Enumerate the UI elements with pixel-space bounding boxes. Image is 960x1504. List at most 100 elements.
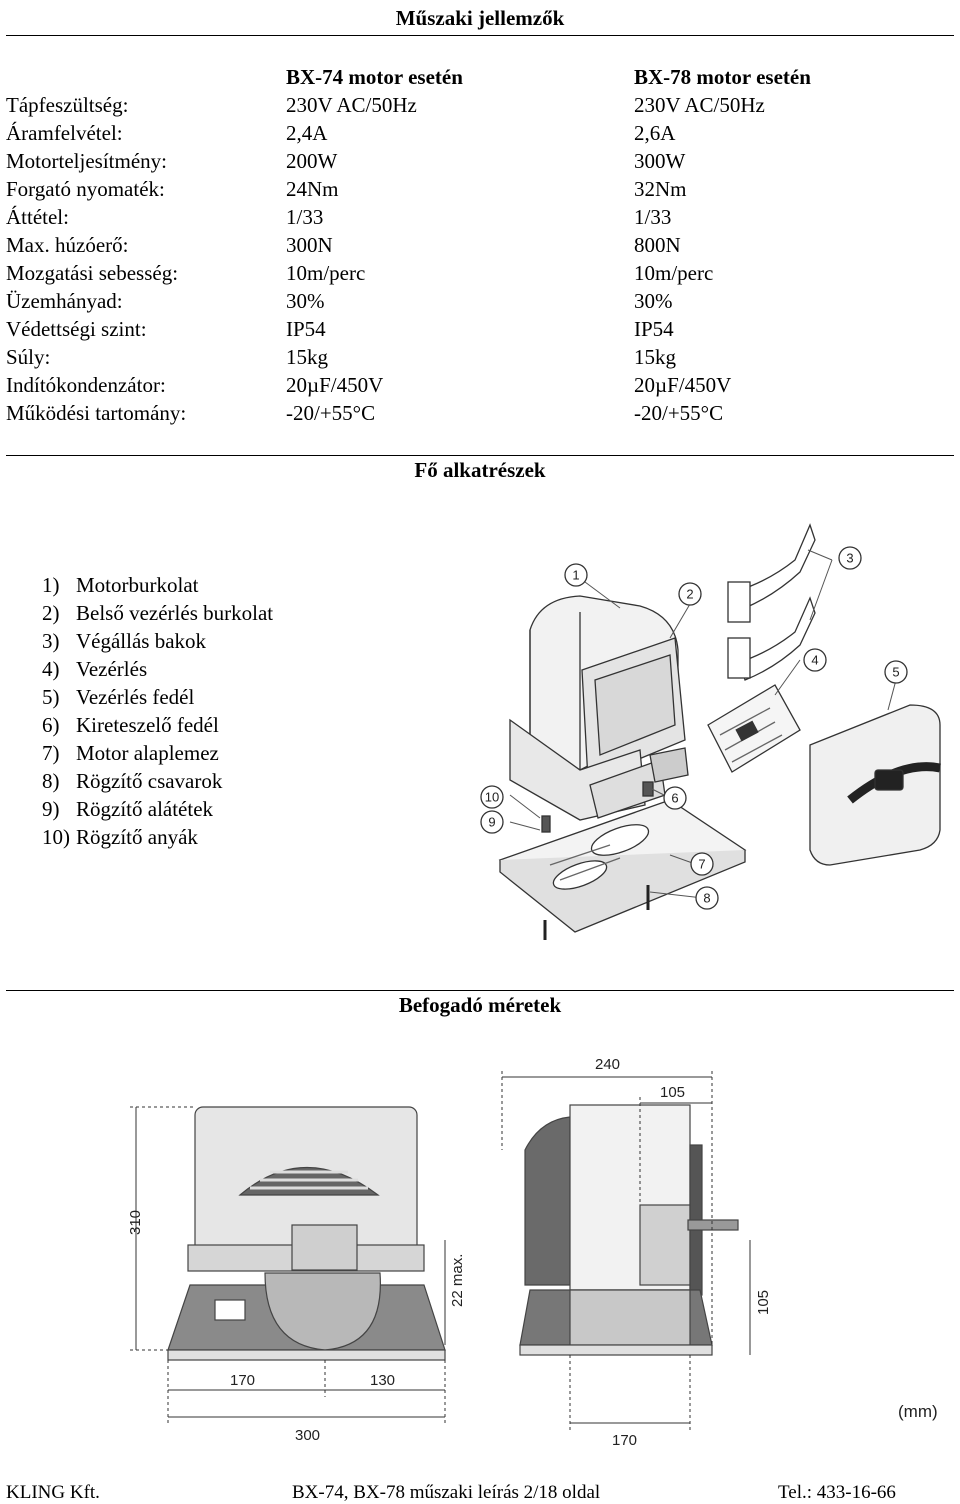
spec-row: Max. húzóerő: 300N 800N [6, 231, 954, 259]
spec-label: Áttétel: [6, 205, 69, 229]
spec-value-bx78: 300W [634, 149, 686, 173]
spec-row: Áramfelvétel: 2,4A 2,6A [6, 119, 954, 147]
spec-value-bx78: -20/+55°C [634, 401, 724, 425]
spec-value-bx78: 1/33 [634, 205, 672, 229]
callout-number: 3 [846, 551, 853, 566]
specs-header-row: BX-74 motor esetén BX-78 motor esetén [6, 63, 954, 91]
bx74-heading: BX-74 motor esetén [286, 65, 463, 89]
part-item: 7) Motor alaplemez [42, 739, 273, 767]
parts-title: Fő alkatrészek [414, 458, 546, 482]
part-name: Vezérlés fedél [76, 685, 195, 709]
callout-9: 9 [480, 810, 504, 834]
part-item: 5) Vezérlés fedél [42, 683, 273, 711]
dim-base-clearance: 22 max. [449, 1254, 466, 1307]
spec-value-bx74: 230V AC/50Hz [286, 93, 417, 117]
spec-value-bx78: 30% [634, 289, 673, 313]
spec-label: Súly: [6, 345, 51, 369]
part-item: 4) Vezérlés [42, 655, 273, 683]
spec-value-bx74: 10m/perc [286, 261, 366, 285]
callout-labels: 1 2 3 4 5 6 7 8 9 10 [480, 546, 908, 910]
spec-value-bx78: 800N [634, 233, 681, 257]
callout-8: 8 [695, 886, 719, 910]
part-name: Rögzítő alátétek [76, 797, 214, 821]
spec-value-bx78: 32Nm [634, 177, 687, 201]
part-name: Kireteszelő fedél [76, 713, 219, 737]
divider [6, 990, 954, 991]
spec-value-bx74: 24Nm [286, 177, 339, 201]
callout-2: 2 [678, 582, 702, 606]
bx78-heading: BX-78 motor esetén [634, 65, 811, 89]
part-item: 9)Rögzítő alátétek [42, 795, 273, 823]
dims-title: Befogadó méretek [398, 993, 562, 1017]
spec-value-bx78: 2,6A [634, 121, 676, 145]
spec-label: Max. húzóerő: [6, 233, 129, 257]
front-view-drawing [167, 1106, 446, 1361]
spec-value-bx74: 300N [286, 233, 333, 257]
dim-front-right: 130 [370, 1372, 395, 1389]
callout-3: 3 [838, 546, 862, 570]
dim-side-bottom: 170 [612, 1432, 637, 1445]
part-name: Rögzítő anyák [76, 825, 198, 849]
part-number: 4) [42, 657, 60, 681]
dim-height: 310 [127, 1210, 144, 1235]
spec-label: Indítókondenzátor: [6, 373, 166, 397]
part-name: Végállás bakok [76, 629, 207, 653]
callout-number: 4 [811, 653, 818, 668]
part-item: 1)Motorburkolat [42, 571, 273, 599]
specs-title: Műszaki jellemzők [395, 6, 565, 30]
footer-phone: Tel.: 433-16-66 [778, 1482, 896, 1503]
spec-value-bx74: 2,4A [286, 121, 328, 145]
callout-10: 10 [480, 785, 504, 809]
callout-number: 7 [698, 857, 705, 872]
part-name: Vezérlés [76, 657, 148, 681]
spec-row: Működési tartomány:-20/+55°C-20/+55°C [6, 399, 954, 427]
spec-value-bx78: 15kg [634, 345, 676, 369]
spec-value-bx74: 200W [286, 149, 338, 173]
callout-6: 6 [663, 786, 687, 810]
spec-value-bx78: 230V AC/50Hz [634, 93, 765, 117]
base-plate-drawing [498, 781, 747, 940]
dim-front-left: 170 [230, 1372, 255, 1389]
spec-label: Mozgatási sebesség: [6, 261, 179, 285]
spec-row: Üzemhányad:30%30% [6, 287, 954, 315]
part-number: 5) [42, 685, 60, 709]
callout-1: 1 [564, 563, 588, 587]
callout-4: 4 [803, 648, 827, 672]
dimension-drawing: 310 22 max. 240 105 105 170 130 300 170 … [127, 1056, 938, 1445]
dim-width-upper: 105 [660, 1084, 685, 1101]
dim-unit: (mm) [898, 1402, 938, 1421]
callout-number: 8 [703, 891, 710, 906]
callout-5: 5 [884, 660, 908, 684]
part-number: 2) [42, 601, 60, 625]
callout-number: 9 [488, 815, 495, 830]
dimension-lines [130, 1071, 751, 1430]
spec-value-bx78: 20µF/450V [634, 373, 732, 397]
spec-row: Áttétel: 1/33 1/33 [6, 203, 954, 231]
spec-label: Áramfelvétel: [6, 121, 123, 145]
part-number: 3) [42, 629, 60, 653]
spec-value-bx74: 1/33 [286, 205, 324, 229]
part-number: 7) [42, 741, 60, 765]
part-name: Motorburkolat [76, 573, 199, 597]
part-item: 2) Belső vezérlés burkolat [42, 599, 273, 627]
spec-value-bx78: IP54 [634, 317, 674, 341]
callout-number: 6 [671, 791, 678, 806]
callout-number: 10 [485, 790, 499, 805]
part-name: Motor alaplemez [76, 741, 219, 765]
divider [6, 455, 954, 456]
side-view-drawing [519, 1104, 739, 1356]
part-number: 10) [42, 825, 70, 849]
part-item: 6) Kireteszelő fedél [42, 711, 273, 739]
spec-label: Védettségi szint: [6, 317, 147, 341]
spec-label: Működési tartomány: [6, 401, 187, 425]
part-number: 6) [42, 713, 60, 737]
callout-number: 1 [572, 568, 579, 583]
part-item: 3) Végállás bakok [42, 627, 273, 655]
part-name: Belső vezérlés burkolat [76, 601, 274, 625]
